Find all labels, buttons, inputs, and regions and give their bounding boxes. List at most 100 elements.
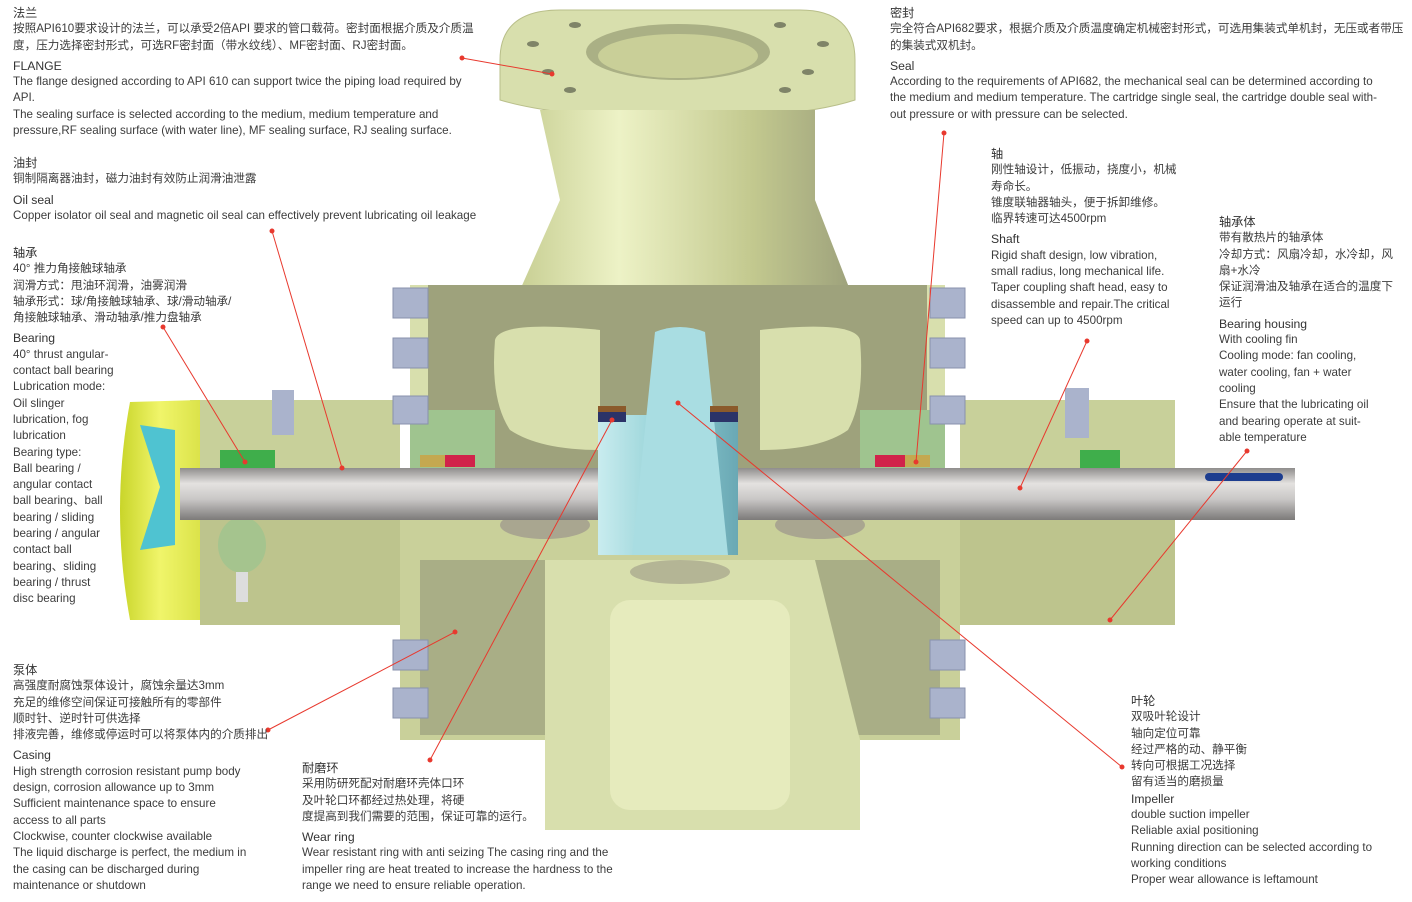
- bearing-housing-cn-line: 扇+水冷: [1219, 263, 1261, 277]
- bearing-en-line: angular contact: [13, 478, 93, 492]
- bearing-housing-en-line: Ensure that the lubricating oil: [1219, 398, 1369, 412]
- wear-ring-cn-line: 度提高到我们需要的范围，保证可靠的运行。: [302, 809, 534, 823]
- casing-en-line: High strength corrosion resistant pump b…: [13, 764, 241, 778]
- bearing-housing-cn-line: 保证润滑油及轴承在适合的温度下: [1219, 280, 1393, 294]
- shaft-en-line: Rigid shaft design, low vibration,: [991, 248, 1158, 262]
- casing-bolts: [392, 287, 966, 719]
- bearing-housing-annotation: 轴承体 带有散热片的轴承体 冷却方式：风扇冷却，水冷却，风 扇+水冷 保证润滑油…: [1219, 214, 1409, 446]
- oil-seal-cn-line: 铜制隔离器油封，磁力油封有效防止润滑油泄露: [13, 172, 257, 186]
- casing-en-line: design, corrosion allowance up to 3mm: [13, 781, 215, 795]
- impeller: [598, 327, 738, 555]
- impeller-en-line: Proper wear allowance is leftamount: [1131, 873, 1318, 887]
- bearing-housing-en-line: and bearing operate at suit-: [1219, 414, 1361, 428]
- casing-cn-title: 泵体: [13, 663, 38, 677]
- bearing-cn-line: 润滑方式：甩油环润滑，油雾润滑: [13, 278, 187, 292]
- bearing-en-line: lubrication, fog: [13, 412, 89, 426]
- bearing-en-line: bearing / thrust: [13, 575, 91, 589]
- wear-ring-cn-line: 采用防研死配对耐磨环壳体口环: [302, 777, 465, 791]
- impeller-en-line: working conditions: [1131, 856, 1227, 870]
- seal-annotation: 密封 完全符合API682要求，根据介质及介质温度确定机械密封形式，可选用集装式…: [890, 5, 1410, 123]
- bearing-en-line: bearing、sliding: [13, 559, 97, 573]
- shaft-en-line: small radius, long mechanical life.: [991, 265, 1165, 279]
- wear-ring-en-line: range we need to ensure reliable operati…: [302, 879, 526, 893]
- casing-neck: [520, 110, 850, 290]
- casing-en-line: access to all parts: [13, 813, 106, 827]
- bearing-en-line: Lubrication mode:: [13, 380, 106, 394]
- bearing-annotation: 轴承 40° 推力角接触球轴承 润滑方式：甩油环润滑，油雾润滑 轴承形式：球/角…: [13, 245, 253, 608]
- coupling-key-rod: [1205, 473, 1283, 481]
- wear-ring-cn-line: 及叶轮口环都经过热处理，将硬: [302, 793, 465, 807]
- casing-en-line: the casing can be discharged during: [13, 862, 200, 876]
- casing-cn-line: 充足的维修空间保证可接触所有的零部件: [13, 695, 222, 709]
- wear-ring-annotation: 耐磨环 采用防研死配对耐磨环壳体口环 及叶轮口环都经过热处理，将硬 度提高到我们…: [302, 760, 662, 894]
- bearing-housing-en-line: water cooling, fan + water: [1219, 365, 1352, 379]
- wear-ring-en-line: impeller ring are heat treated to increa…: [302, 862, 613, 876]
- seal-cn-line: 的集装式双机封。: [890, 38, 983, 52]
- casing-cn-line: 高强度耐腐蚀泵体设计，腐蚀余量达3mm: [13, 679, 225, 693]
- bearing-housing-cn-line: 运行: [1219, 296, 1243, 310]
- flange-en-line: API.: [13, 91, 35, 105]
- impeller-cn-line: 留有适当的磨损量: [1131, 775, 1224, 789]
- oil-seal-en-title: Oil seal: [13, 192, 54, 207]
- bearing-en-line: contact ball bearing: [13, 364, 114, 378]
- flange-cn-title: 法兰: [13, 6, 38, 20]
- impeller-en-line: Running direction can be selected accord…: [1131, 840, 1373, 854]
- casing-en-title: Casing: [13, 748, 51, 763]
- impeller-cn-title: 叶轮: [1131, 694, 1156, 708]
- impeller-cn-line: 轴向定位可靠: [1131, 726, 1201, 740]
- impeller-annotation: 叶轮 双吸叶轮设计 轴向定位可靠 经过严格的动、静平衡 转向可根据工况选择 留有…: [1131, 693, 1406, 889]
- flange-cn-line: 按照API610要求设计的法兰，可以承受2倍API 要求的管口载荷。密封面根据介…: [13, 22, 474, 36]
- bearing-cn-line: 角接触球轴承、滑动轴承/推力盘轴承: [13, 311, 202, 325]
- bearing-cn-line: 40° 推力角接触球轴承: [13, 262, 127, 276]
- bearing-en-line: disc bearing: [13, 592, 76, 606]
- shaft-annotation: 轴 刚性轴设计，低振动，挠度小，机械 寿命长。 锥度联轴器轴头，便于拆卸维修。 …: [991, 146, 1191, 329]
- oil-seal-en-line: Copper isolator oil seal and magnetic oi…: [13, 208, 477, 222]
- bearing-en-line: bearing / angular: [13, 527, 101, 541]
- bearing-housing-en-title: Bearing housing: [1219, 316, 1308, 331]
- casing-en-line: Clockwise, counter clockwise available: [13, 829, 213, 843]
- flange-annotation: 法兰 按照API610要求设计的法兰，可以承受2倍API 要求的管口载荷。密封面…: [13, 5, 513, 139]
- shaft-en-title: Shaft: [991, 232, 1020, 247]
- bearing-housing-cn-title: 轴承体: [1219, 215, 1256, 229]
- wear-ring-en-title: Wear ring: [302, 830, 355, 845]
- cooling-fan: [120, 400, 200, 620]
- shaft-cn-line: 锥度联轴器轴头，便于拆卸维修。: [991, 195, 1165, 209]
- wear-ring-en-line: Wear resistant ring with anti seizing Th…: [302, 846, 609, 860]
- oil-seal-cn-title: 油封: [13, 156, 38, 170]
- bearing-housing-left: [190, 390, 400, 625]
- impeller-en-title: Impeller: [1131, 791, 1175, 806]
- bearing-housing-en-line: cooling: [1219, 381, 1256, 395]
- shaft-cn-line: 寿命长。: [991, 179, 1038, 193]
- bearing-en-line: contact ball: [13, 543, 72, 557]
- impeller-en-line: double suction impeller: [1131, 808, 1250, 822]
- flange-en-title: FLANGE: [13, 58, 62, 73]
- shaft-cn-line: 刚性轴设计，低振动，挠度小，机械: [991, 163, 1177, 177]
- lower-casing: [400, 505, 960, 830]
- shaft-en-line: disassemble and repair.The critical: [991, 297, 1170, 311]
- flange-en-line: The flange designed according to API 610…: [13, 75, 462, 89]
- bearing-en-line: bearing / sliding: [13, 510, 95, 524]
- bearing-en-line: 40° thrust angular-: [13, 347, 109, 361]
- casing-en-line: Sufficient maintenance space to ensure: [13, 797, 216, 811]
- impeller-cn-line: 经过严格的动、静平衡: [1131, 742, 1247, 756]
- seal-en-line: the medium and medium temperature. The c…: [890, 91, 1377, 105]
- bearing-en-line: Oil slinger: [13, 396, 65, 410]
- shaft-cn-title: 轴: [991, 147, 1004, 161]
- shaft-cn-line: 临界转速可达4500rpm: [991, 212, 1107, 226]
- casing-en-line: The liquid discharge is perfect, the med…: [13, 846, 247, 860]
- flange-en-line: The sealing surface is selected accordin…: [13, 107, 439, 121]
- bearing-en-title: Bearing: [13, 331, 56, 346]
- bearing-en-line: Ball bearing /: [13, 461, 81, 475]
- wear-ring-cn-title: 耐磨环: [302, 761, 339, 775]
- bearing-cn-title: 轴承: [13, 246, 38, 260]
- impeller-cn-line: 双吸叶轮设计: [1131, 710, 1201, 724]
- impeller-cn-line: 转向可根据工况选择: [1131, 759, 1236, 773]
- seal-cn-line: 完全符合API682要求，根据介质及介质温度确定机械密封形式，可选用集装式单机封…: [890, 22, 1404, 36]
- casing-cn-line: 排液完善，维修或停运时可以将泵体内的介质排出: [13, 728, 269, 742]
- mechanical-seals: [410, 410, 945, 468]
- casing-cn-line: 顺时针、逆时针可供选择: [13, 711, 141, 725]
- impeller-en-line: Reliable axial positioning: [1131, 824, 1259, 838]
- flange-en-line: pressure,RF sealing surface (with water …: [13, 124, 452, 138]
- bearing-housing-en-line: With cooling fin: [1219, 333, 1298, 347]
